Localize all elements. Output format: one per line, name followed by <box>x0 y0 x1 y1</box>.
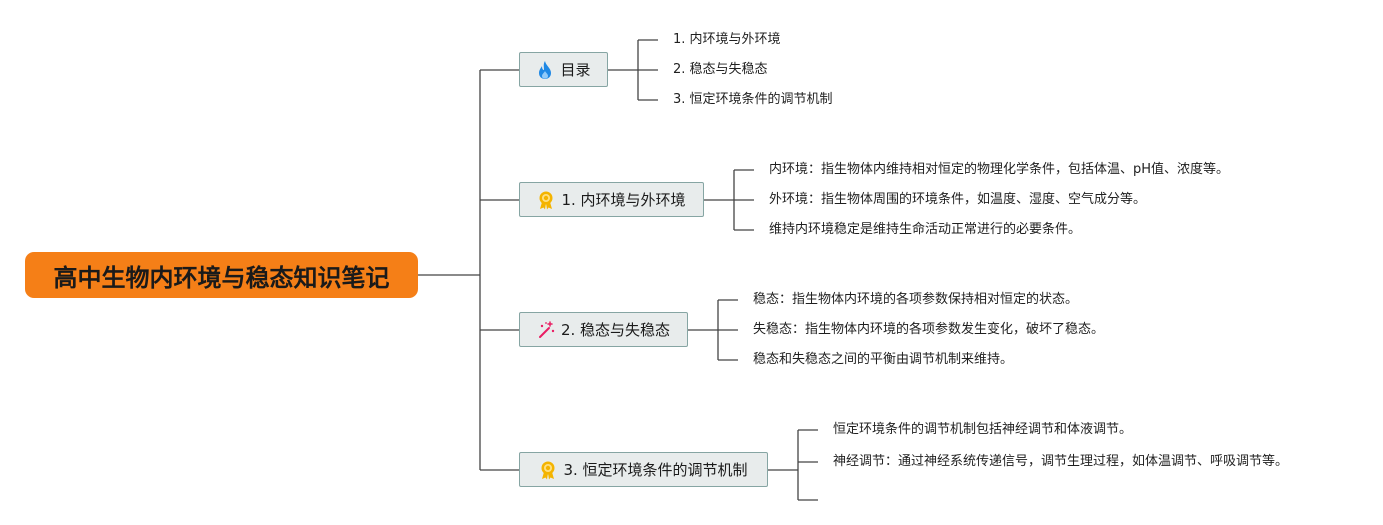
leaf-toc-2[interactable]: 2. 稳态与失稳态 <box>673 62 768 77</box>
branch-label: 2. 稳态与失稳态 <box>560 321 671 339</box>
branch-label: 目录 <box>560 61 591 79</box>
flame-icon <box>539 60 552 79</box>
branch-label: 1. 内环境与外环境 <box>561 191 686 209</box>
leaf-toc-1[interactable]: 1. 内环境与外环境 <box>673 32 781 47</box>
central-topic-label: 高中生物内环境与稳态知识笔记 <box>53 263 390 292</box>
leaf-internal-environment[interactable]: 内环境：指生物体内维持相对恒定的物理化学条件，包括体温、pH值、浓度等。 <box>769 162 1230 177</box>
leaf-instability-definition[interactable]: 失稳态：指生物体内环境的各项参数发生变化，破坏了稳态。 <box>753 322 1105 337</box>
leaf-toc-3[interactable]: 3. 恒定环境条件的调节机制 <box>673 92 833 107</box>
leaf-neural-regulation[interactable]: 神经调节：通过神经系统传递信号，调节生理过程，如体温调节、呼吸调节等。 <box>833 454 1289 469</box>
branch-regulation-mechanisms[interactable]: 3. 恒定环境条件的调节机制 <box>519 452 768 487</box>
branch-label: 3. 恒定环境条件的调节机制 <box>563 461 748 479</box>
award-ribbon-icon <box>541 461 555 479</box>
leaf-external-environment[interactable]: 外环境：指生物体周围的环境条件，如温度、湿度、空气成分等。 <box>769 192 1147 207</box>
branch-internal-external-environment[interactable]: 1. 内环境与外环境 <box>519 182 704 217</box>
leaf-regulation-overview[interactable]: 恒定环境条件的调节机制包括神经调节和体液调节。 <box>833 422 1133 437</box>
leaf-balance[interactable]: 稳态和失稳态之间的平衡由调节机制来维持。 <box>753 352 1014 367</box>
branch-homeostasis[interactable]: 2. 稳态与失稳态 <box>519 312 688 347</box>
central-topic[interactable]: 高中生物内环境与稳态知识笔记 <box>25 252 418 298</box>
leaf-stability-necessity[interactable]: 维持内环境稳定是维持生命活动正常进行的必要条件。 <box>769 222 1082 237</box>
magic-wand-icon <box>538 320 555 338</box>
branch-table-of-contents[interactable]: 目录 <box>519 52 608 87</box>
leaf-homeostasis-definition[interactable]: 稳态：指生物体内环境的各项参数保持相对恒定的状态。 <box>753 292 1079 307</box>
award-ribbon-icon <box>539 191 553 209</box>
